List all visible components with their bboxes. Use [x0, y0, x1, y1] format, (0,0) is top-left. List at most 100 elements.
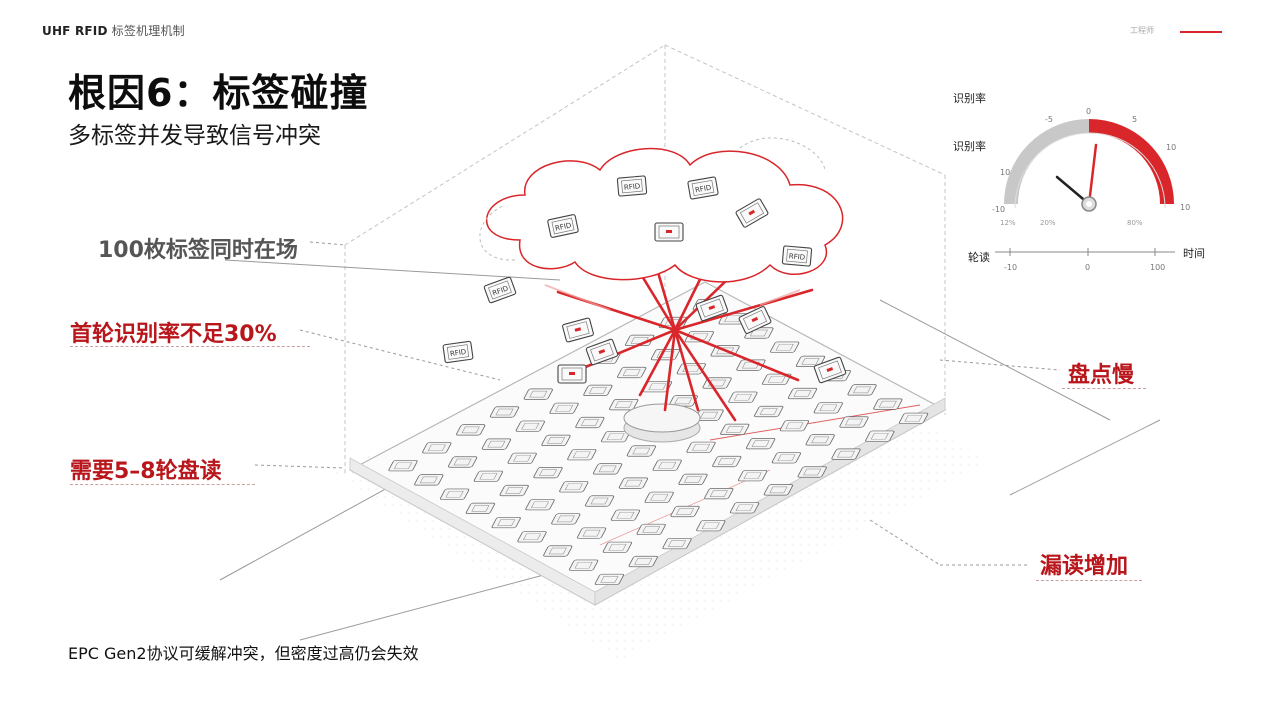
callout-slow-inventory-underline: [1062, 388, 1146, 389]
tray-tag: [481, 438, 512, 450]
tray-tag: [568, 559, 599, 571]
tray-tag: [594, 573, 625, 585]
tray-tags: [388, 299, 929, 585]
floating-tag: RFID: [616, 175, 648, 197]
tray-tag: [754, 405, 784, 418]
tray-tag: [626, 445, 657, 457]
gauge-scale-label: 10: [1166, 143, 1176, 152]
gauge-axis-tick: 100: [1150, 263, 1165, 272]
header-subtitle: 标签机理机制: [111, 24, 185, 38]
floating-tag: RFID: [687, 176, 719, 200]
tray-tag: [575, 416, 605, 429]
gauge-label-top: 识别率: [953, 92, 986, 105]
floating-tag: [695, 294, 729, 322]
tray-tag: [628, 555, 658, 568]
tray-tag: [898, 412, 929, 424]
page-subtitle: 多标签并发导致信号冲突: [68, 123, 321, 149]
tray-tag: [797, 466, 827, 478]
floating-tag: [557, 364, 587, 384]
floating-tag-label: RFID: [554, 221, 572, 232]
floating-tag: [813, 356, 847, 384]
tray-tag: [771, 452, 802, 464]
gauge-scale-label: -10: [992, 205, 1005, 214]
tray-tag: [507, 452, 537, 464]
gauge-inner-arc: [1014, 132, 1166, 209]
tray-tag: [576, 527, 607, 539]
tray-tag: [610, 509, 641, 521]
gauge-scale-label: -5: [1045, 115, 1053, 124]
gauge-inner-label: 80%: [1127, 219, 1143, 227]
tray-tag: [847, 384, 877, 396]
gauge-scale-label: 5: [1132, 115, 1137, 124]
tray-tag: [728, 391, 758, 403]
tray-tag: [865, 430, 895, 442]
tray-tag: [414, 474, 444, 486]
floating-tag: [585, 338, 619, 366]
tray-tag: [813, 402, 843, 414]
floating-tag-label: RFID: [449, 348, 466, 358]
tray-tag: [465, 502, 496, 514]
tray-tag: [523, 388, 553, 400]
tray-tag: [805, 434, 835, 446]
gauge-axis-label-right: 时间: [1183, 247, 1205, 260]
tray-tag: [549, 402, 579, 414]
floating-tag: [735, 198, 769, 228]
tray-tag: [839, 416, 869, 428]
floating-tag-label: RFID: [694, 184, 712, 195]
tray-tag: [787, 387, 818, 400]
floating-tag-label: RFID: [788, 252, 805, 261]
tray-tag: [559, 481, 589, 493]
recognition-gauge: -5 0 5 10 10 -10 10 12% 20% 80% -10 0 10…: [992, 107, 1190, 272]
gauge-scale-label: 10: [1180, 203, 1190, 212]
callout-slow-inventory: 盘点慢: [1068, 363, 1135, 388]
tray-tag: [779, 420, 810, 432]
tray-tag: [533, 467, 563, 479]
tray-tag: [499, 484, 529, 497]
tray-tag: [592, 463, 623, 475]
gauge-axis-tick: -10: [1004, 263, 1017, 272]
tray-tag: [763, 484, 794, 496]
tray-tag: [583, 384, 613, 396]
tray-tag: [447, 456, 478, 468]
tray-tag: [618, 477, 649, 489]
tray-tag: [831, 448, 861, 460]
gauge-scale-label: 0: [1086, 107, 1091, 116]
gauge-inner-label: 12%: [1000, 219, 1016, 227]
tray-tag: [515, 420, 545, 432]
tray-tag: [543, 545, 573, 557]
tag-cloud: [479, 137, 844, 283]
tray-tag: [517, 531, 547, 543]
gauge-axis-tick: 0: [1085, 263, 1090, 272]
tray-tag: [600, 431, 631, 443]
tray-tag: [650, 349, 681, 361]
tray-tag: [541, 434, 571, 446]
tray-tag: [617, 366, 647, 379]
tray-tag: [439, 488, 470, 500]
tray-tag: [670, 505, 700, 518]
tray-tag: [694, 409, 724, 421]
tray-tag: [551, 513, 581, 525]
page-title: 根因6：标签碰撞: [68, 71, 369, 115]
tray-tag: [388, 460, 418, 472]
tray-tag: [762, 373, 792, 385]
tray-tag: [729, 502, 760, 514]
gauge-arc-base: [1004, 119, 1090, 205]
gauge-label-mid: 识别率: [953, 140, 986, 153]
tray-tag: [745, 438, 776, 450]
tray-tag: [525, 499, 555, 511]
callout-first-round: 首轮识别率不足30%: [70, 322, 277, 347]
tray-tag: [422, 442, 452, 454]
tray-tag: [644, 491, 674, 503]
tray-tag: [473, 470, 504, 482]
floating-tag-label: RFID: [624, 182, 641, 191]
callout-rounds-needed-underline: [70, 484, 255, 485]
tray-tag: [873, 398, 903, 410]
tray-tag: [642, 381, 673, 393]
tray-tag: [737, 470, 768, 482]
tray-tag: [712, 455, 742, 468]
tray-tag: [584, 495, 615, 507]
tray-tag: [696, 520, 726, 532]
floating-tag: RFID: [781, 245, 813, 267]
